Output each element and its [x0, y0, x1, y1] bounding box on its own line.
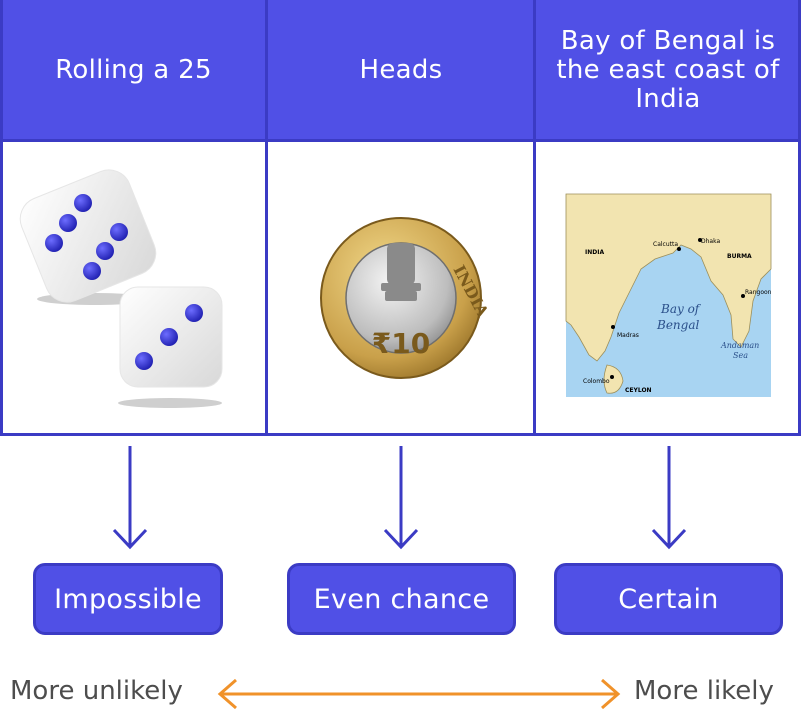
- pip: [59, 214, 77, 232]
- dice-icon: [19, 169, 223, 408]
- arrow-down-icon: [112, 446, 148, 550]
- pip: [83, 262, 101, 280]
- column-header: Rolling a 25: [0, 0, 267, 141]
- outcome-even-chance: Even chance: [287, 563, 516, 635]
- column-bay-of-bengal: Bay of Bengal is the east coast of India…: [535, 0, 801, 436]
- map-label: Andaman: [720, 341, 759, 350]
- coin-image: INDIA ₹10: [267, 141, 535, 436]
- map-label: Bay of: [660, 302, 702, 316]
- coin-icon: INDIA ₹10: [320, 217, 493, 379]
- grid-line: [533, 0, 536, 436]
- scale-left-label: More unlikely: [10, 676, 183, 706]
- dice-image: [0, 141, 267, 436]
- pip: [160, 328, 178, 346]
- header-text: Rolling a 25: [55, 55, 212, 85]
- map-label: BURMA: [727, 253, 752, 260]
- column-header: Bay of Bengal is the east coast of India: [535, 0, 801, 141]
- pip: [135, 352, 153, 370]
- map-label: Colombo: [583, 378, 610, 385]
- column-header: Heads: [267, 0, 535, 141]
- column-rolling-25: Rolling a 25: [0, 0, 267, 436]
- map-label: Bengal: [656, 318, 699, 332]
- arrow-down-icon: [383, 446, 419, 550]
- pip: [74, 194, 92, 212]
- header-text: Heads: [359, 55, 443, 85]
- grid-line: [265, 0, 268, 436]
- pip: [45, 234, 63, 252]
- double-arrow-icon: [217, 678, 621, 710]
- map-label: Madras: [617, 332, 639, 339]
- map-label: Calcutta: [653, 241, 678, 248]
- arrow-down-icon: [651, 446, 687, 550]
- grid-line: [798, 0, 801, 436]
- grid-line: [0, 139, 801, 142]
- map-label: CEYLON: [625, 387, 652, 394]
- pip: [110, 223, 128, 241]
- header-text: Bay of Bengal is the east coast of India: [556, 26, 780, 114]
- map-label: Sea: [733, 351, 748, 360]
- scale-right-label: More likely: [634, 676, 774, 706]
- pip: [96, 242, 114, 260]
- outcome-impossible: Impossible: [33, 563, 223, 635]
- map-label: INDIA: [585, 249, 604, 256]
- map-label: Rangoon: [745, 289, 772, 296]
- pip: [185, 304, 203, 322]
- probability-table: Rolling a 25: [0, 0, 801, 436]
- grid-line: [0, 0, 3, 436]
- outcome-certain: Certain: [554, 563, 783, 635]
- map-image: INDIA Calcutta Dhaka BURMA Rangoon Bay o…: [535, 141, 801, 436]
- grid-line: [0, 433, 801, 436]
- map-icon: INDIA Calcutta Dhaka BURMA Rangoon Bay o…: [565, 193, 772, 397]
- column-heads: Heads INDIA ₹10: [267, 0, 535, 436]
- map-label: Dhaka: [701, 238, 720, 245]
- coin-value: ₹10: [372, 327, 430, 360]
